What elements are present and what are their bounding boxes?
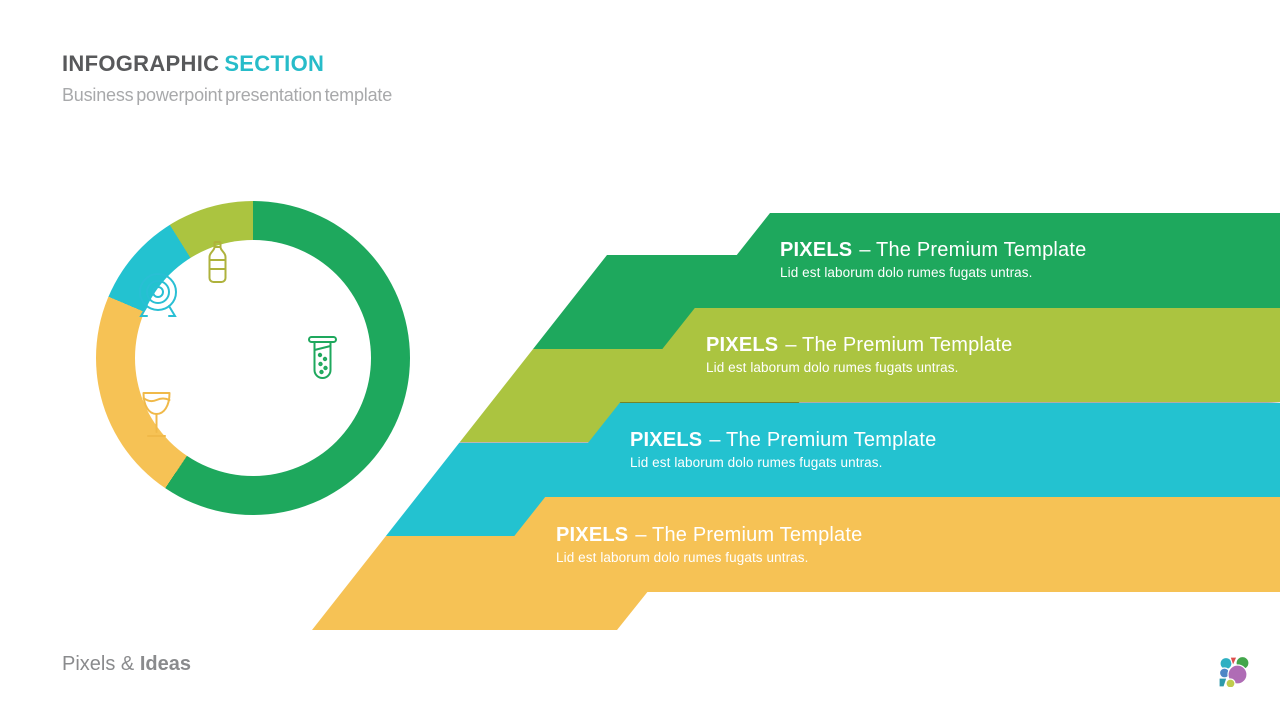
step-4-title: PIXELS– The Premium Template [556,523,863,546]
step-1-text: PIXELS– The Premium Template Lid est lab… [780,239,1086,281]
step-2-title: PIXELS– The Premium Template [706,334,1013,357]
step-1-description: Lid est laborum dolo rumes fugats untras… [780,265,1033,281]
step-3-text: PIXELS– The Premium Template Lid est lab… [630,429,936,471]
donut-chart-group [0,0,460,560]
step-1-title: PIXELS– The Premium Template [780,239,1087,262]
brand-text: Pixels & Ideas [62,653,191,676]
brand-text-bold: Ideas [139,653,191,675]
step-3-description: Lid est laborum dolo rumes fugats untras… [630,454,883,470]
donut-hole [135,240,371,476]
step-3-title: PIXELS– The Premium Template [630,428,937,451]
test-tube-icon [308,336,337,379]
page-subtitle: Business powerpoint presentation templat… [62,85,393,106]
bottle-icon [208,241,227,283]
page-title-accent: SECTION [224,51,325,76]
step-2-text: PIXELS– The Premium Template Lid est lab… [706,334,1012,376]
step-band-4: PIXELS– The Premium Template Lid est lab… [470,497,1280,592]
page-title-primary: INFOGRAPHIC [62,51,220,76]
step-4-text: PIXELS– The Premium Template Lid est lab… [556,524,862,566]
wine-glass-icon [142,392,171,437]
step-4-description: Lid est laborum dolo rumes fugats untras… [556,549,809,565]
webcam-target-icon [139,273,177,317]
brand-text-regular: Pixels & [62,653,135,675]
pixels-logo [1219,657,1249,687]
step-2-description: Lid est laborum dolo rumes fugats untras… [706,360,959,376]
